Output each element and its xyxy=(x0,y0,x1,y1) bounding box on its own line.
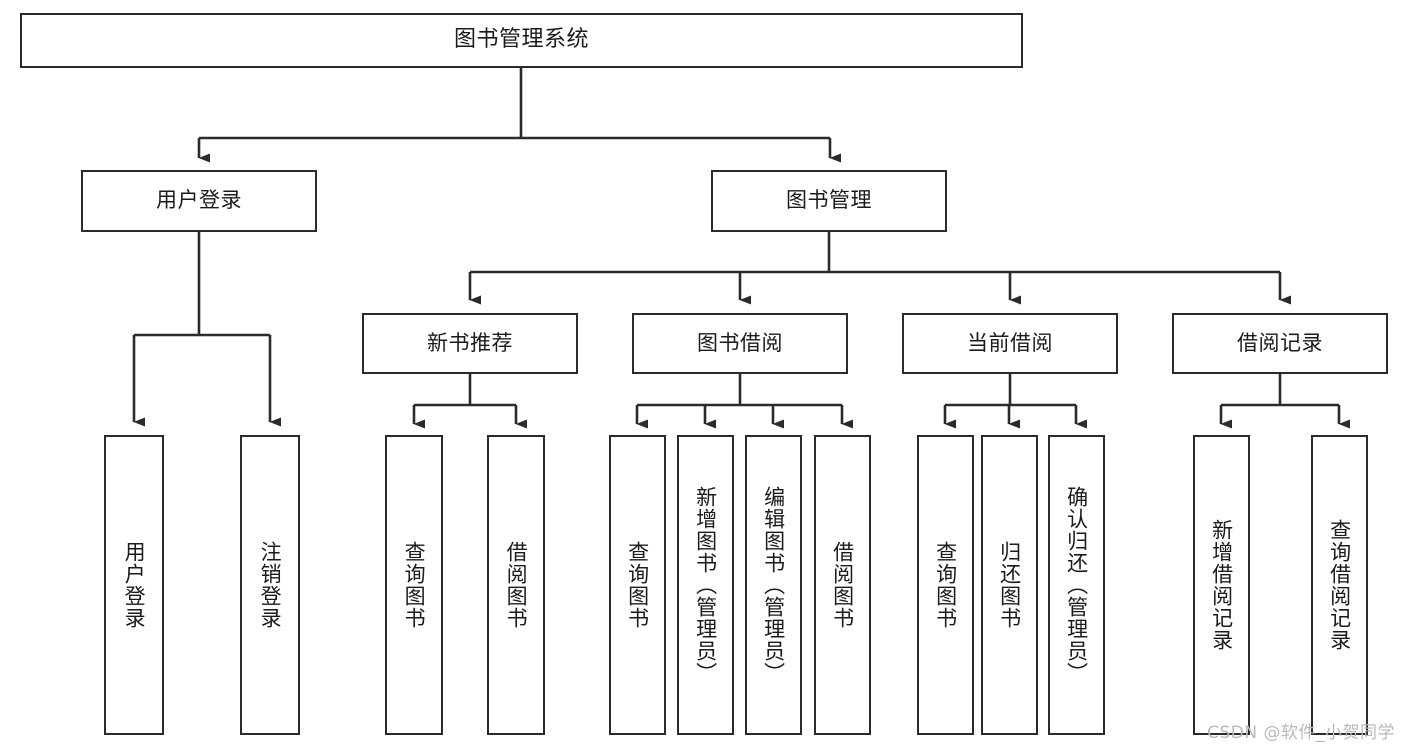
node-leaf-add-record-label: 新增借阅记录 xyxy=(1209,519,1234,651)
node-current-borrow-label: 当前借阅 xyxy=(967,330,1053,355)
node-user-login[interactable]: 用户登录 xyxy=(81,170,317,232)
node-book-borrow[interactable]: 图书借阅 xyxy=(632,313,848,374)
node-leaf-add-book[interactable]: 新增图书（管理员） xyxy=(677,435,734,735)
node-leaf-edit-book[interactable]: 编辑图书（管理员） xyxy=(745,435,802,735)
node-leaf-return-book-label: 归还图书 xyxy=(997,541,1022,629)
node-root-label: 图书管理系统 xyxy=(453,27,589,53)
node-leaf-borrow-book-new-label: 借阅图书 xyxy=(504,541,529,629)
node-leaf-confirm-return[interactable]: 确认归还（管理员） xyxy=(1048,435,1105,735)
node-leaf-return-book[interactable]: 归还图书 xyxy=(981,435,1038,735)
node-leaf-query-book-current-label: 查询图书 xyxy=(933,541,958,629)
node-leaf-edit-book-label: 编辑图书（管理员） xyxy=(761,486,786,684)
node-user-login-label: 用户登录 xyxy=(156,188,242,213)
node-root[interactable]: 图书管理系统 xyxy=(20,13,1023,68)
node-current-borrow[interactable]: 当前借阅 xyxy=(902,313,1118,374)
node-leaf-user-logout[interactable]: 注销登录 xyxy=(240,435,300,735)
node-leaf-query-book-current[interactable]: 查询图书 xyxy=(917,435,974,735)
node-leaf-query-book-borrow-label: 查询图书 xyxy=(625,541,650,629)
node-new-book-recommend-label: 新书推荐 xyxy=(427,330,513,355)
node-borrow-record-label: 借阅记录 xyxy=(1237,330,1323,355)
node-leaf-query-book-borrow[interactable]: 查询图书 xyxy=(609,435,666,735)
node-borrow-record[interactable]: 借阅记录 xyxy=(1172,313,1388,374)
node-leaf-query-book-new-label: 查询图书 xyxy=(402,541,427,629)
node-new-book-recommend[interactable]: 新书推荐 xyxy=(362,313,578,374)
node-book-manage-label: 图书管理 xyxy=(786,188,872,213)
node-leaf-add-book-label: 新增图书（管理员） xyxy=(693,486,718,684)
node-leaf-borrow-book-label: 借阅图书 xyxy=(830,541,855,629)
node-leaf-user-logout-label: 注销登录 xyxy=(258,541,283,629)
node-book-borrow-label: 图书借阅 xyxy=(697,330,783,355)
node-leaf-add-record[interactable]: 新增借阅记录 xyxy=(1193,435,1250,735)
node-leaf-query-record-label: 查询借阅记录 xyxy=(1327,519,1352,651)
node-leaf-query-book-new[interactable]: 查询图书 xyxy=(385,435,443,735)
node-leaf-confirm-return-label: 确认归还（管理员） xyxy=(1064,486,1089,684)
node-leaf-borrow-book[interactable]: 借阅图书 xyxy=(814,435,871,735)
node-leaf-user-login-label: 用户登录 xyxy=(122,541,147,629)
node-book-manage[interactable]: 图书管理 xyxy=(711,170,947,232)
node-leaf-user-login[interactable]: 用户登录 xyxy=(104,435,164,735)
node-leaf-borrow-book-new[interactable]: 借阅图书 xyxy=(487,435,545,735)
node-leaf-query-record[interactable]: 查询借阅记录 xyxy=(1311,435,1368,735)
